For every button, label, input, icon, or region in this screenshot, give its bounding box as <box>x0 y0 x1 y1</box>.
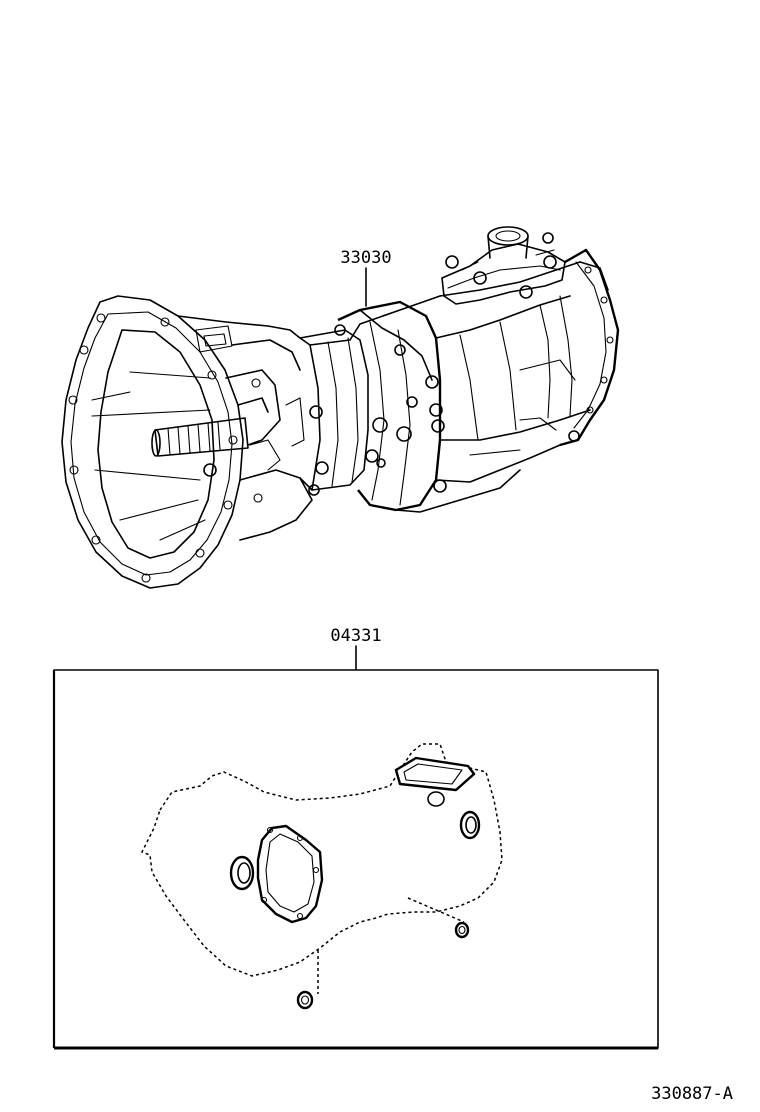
shift-tower <box>441 226 566 305</box>
part-number-label: 04331 <box>330 626 381 646</box>
input-shaft <box>151 417 249 477</box>
filler-plug-gasket <box>296 990 314 1010</box>
gasket-kit-drawing[interactable] <box>140 743 503 1010</box>
drain-plug-gasket <box>454 921 470 939</box>
shift-cover-gasket <box>394 756 476 792</box>
transmission-assembly-drawing[interactable] <box>61 226 620 589</box>
flange-bolt-holes <box>68 313 238 583</box>
front-housing-gasket <box>256 824 324 924</box>
diagram-code: 330887-A <box>651 1084 733 1104</box>
gasket-kit-frame <box>52 669 659 1050</box>
rear-oil-seal <box>459 810 481 840</box>
callout-33030[interactable]: 33030 <box>340 248 392 307</box>
plug-hole <box>427 791 445 807</box>
callout-04331[interactable]: 04331 <box>330 626 382 671</box>
part-number-label: 33030 <box>340 248 391 268</box>
front-oil-seal <box>229 855 255 891</box>
